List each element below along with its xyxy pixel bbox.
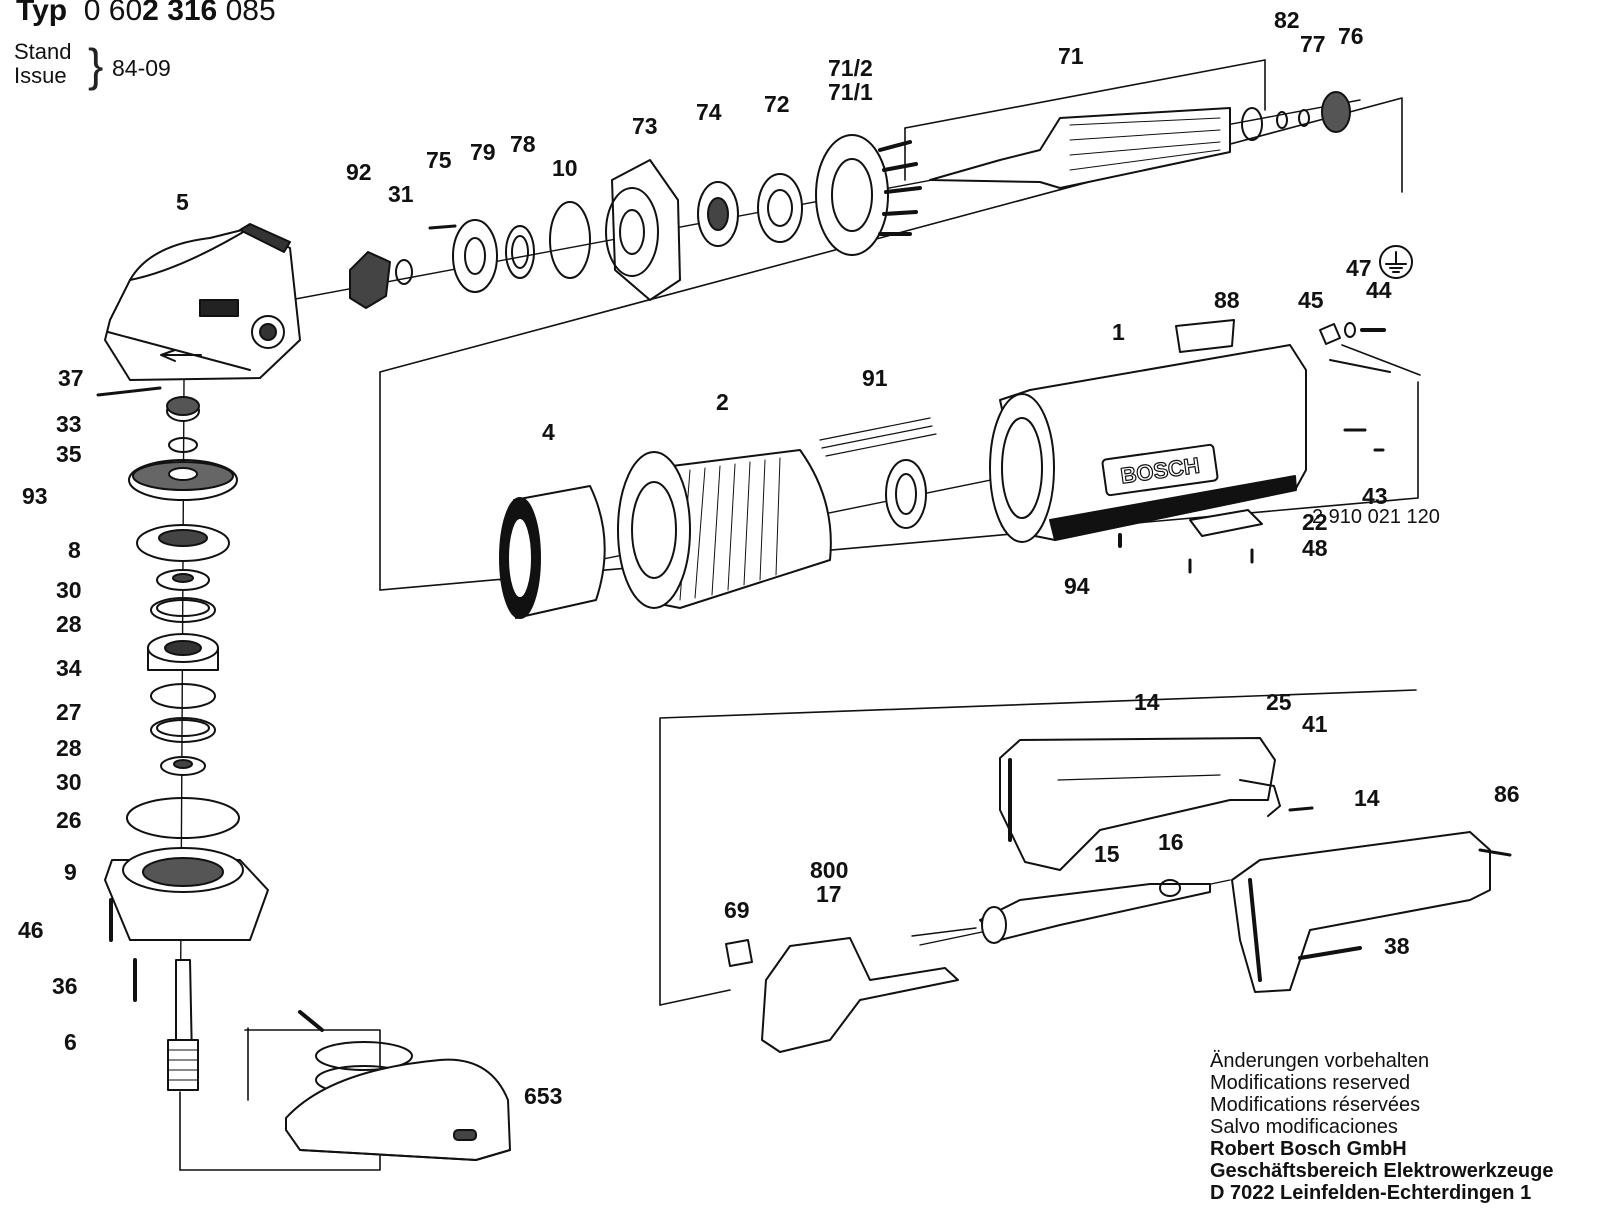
part-label: 33 [56,411,82,437]
footer-notice: Änderungen vorbehalten Modifications res… [1210,1050,1553,1204]
part-label: 2 [716,389,729,415]
part-label: 9 [64,859,77,885]
gear-housing [104,223,301,381]
part-label: 41 [1302,711,1328,737]
part-label: 45 [1298,287,1324,313]
part-label: 34 [56,655,82,681]
issue-date: 84-09 [112,55,171,81]
part-label: 88 [1214,287,1240,313]
part-43-order-number: 2 910 021 120 [1312,506,1440,528]
part-label: 17 [816,881,842,907]
part-label: 800 [810,857,849,883]
handle-assembly [725,737,1512,1053]
part-label: 6 [64,1029,77,1055]
part-label: 48 [1302,535,1328,561]
part-label: 25 [1266,689,1292,715]
part-label: 37 [58,365,84,391]
part-label: 71/1 [828,79,873,105]
part-label: 30 [56,577,82,603]
brace-glyph: } [88,39,104,91]
assembly-boundary-lines [179,59,1421,1171]
part-label: 78 [510,131,536,157]
part-label: 72 [764,91,790,117]
part-label: 15 [1094,841,1120,867]
part-label: 91 [862,365,888,391]
part-label: 14 [1354,785,1380,811]
part-label: 79 [470,139,496,165]
axis-lines [179,99,1361,1091]
part-label: 74 [696,99,722,125]
part-label: 94 [1064,573,1090,599]
fan-and-armature [815,91,1351,256]
part-label: 1 [1112,319,1125,345]
footer-line: Änderungen vorbehalten [1210,1050,1430,1072]
part-label: 36 [52,973,78,999]
part-label: 4 [542,419,555,445]
part-label: 10 [552,155,578,181]
brush-holder-parts [1118,245,1413,574]
company-address: D 7022 Leinfelden-Echterdingen 1 [1210,1182,1532,1204]
issue-label: Issue [14,63,67,88]
part-label: 14 [1134,689,1160,715]
part-label: 26 [56,807,82,833]
type-number: Typ 0 602 316 085 [16,0,276,27]
part-label: 86 [1494,781,1520,807]
part-label: 47 [1346,255,1372,281]
part-label: 92 [346,159,372,185]
part-label: 27 [56,699,82,725]
motor-housing-assembly: BOSCH [499,319,1307,619]
part-label: 28 [56,611,82,637]
part-label: 22 [1302,509,1328,535]
part-label: 46 [18,917,44,943]
part-label: 69 [724,897,750,923]
part-label: 8 [68,537,81,563]
company-name: Robert Bosch GmbH [1210,1138,1407,1160]
part-label: 30 [56,769,82,795]
part-label: 31 [388,181,414,207]
part-label: 71/2 [828,55,873,81]
part-label: 653 [524,1083,563,1109]
part-label: 28 [56,735,82,761]
part-label: 5 [176,189,189,215]
spindle-stack [96,386,269,1091]
part-label: 73 [632,113,658,139]
spindle-parts-top [349,159,803,309]
part-label: 35 [56,441,82,467]
part-label: 71 [1058,43,1084,69]
part-label: 44 [1366,277,1392,303]
part-label: 76 [1338,23,1364,49]
part-label: 82 [1274,7,1300,33]
wheel-guard [285,1010,511,1161]
stand-label: Stand [14,39,72,64]
part-label: 75 [426,147,452,173]
part-label: 43 [1362,483,1388,509]
footer-line: Modifications réservées [1210,1094,1421,1116]
part-label: 93 [22,483,48,509]
part-label: 16 [1158,829,1184,855]
part-label: 38 [1384,933,1410,959]
issue-block: Stand Issue } 84-09 [14,39,171,89]
part-label: 77 [1300,31,1326,57]
company-division: Geschäftsbereich Elektrowerkzeuge [1210,1160,1554,1182]
footer-line: Salvo modificaciones [1210,1116,1398,1138]
footer-line: Modifications reserved [1210,1072,1411,1094]
